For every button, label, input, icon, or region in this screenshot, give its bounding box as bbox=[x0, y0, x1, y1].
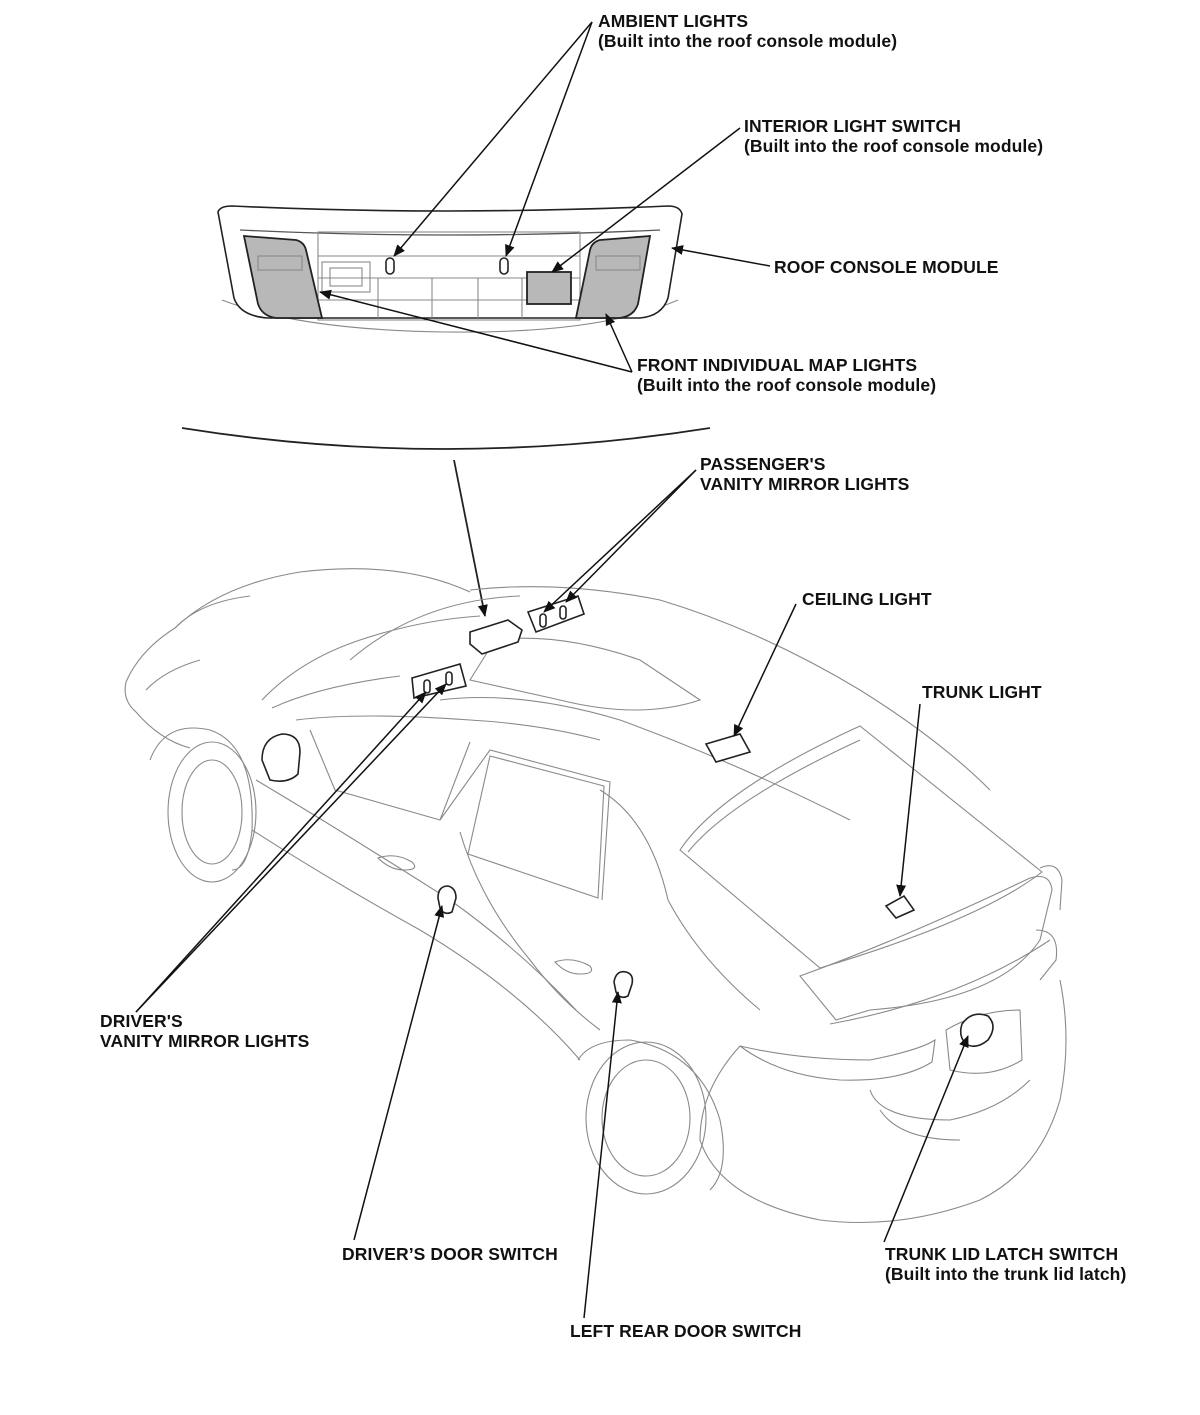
zoom-callout bbox=[181, 427, 711, 617]
front-individual-map-lights-title: FRONT INDIVIDUAL MAP LIGHTS bbox=[637, 355, 918, 375]
trunk-light-title: TRUNK LIGHT bbox=[922, 682, 1042, 702]
interior-light-switch-note: (Built into the roof console module) bbox=[744, 136, 1044, 156]
trunk-lid-latch-switch-note: (Built into the trunk lid latch) bbox=[885, 1264, 1127, 1284]
inset-leader-lines bbox=[319, 21, 771, 373]
passengers-vanity-mirror-lights-line2: VANITY MIRROR LIGHTS bbox=[700, 474, 910, 494]
trunk-lid-latch-switch-label: TRUNK LID LATCH SWITCH (Built into the t… bbox=[885, 1244, 1126, 1284]
roof-console-module-illustration bbox=[217, 205, 683, 333]
passengers-vanity-mirror-lights-label: PASSENGER'S VANITY MIRROR LIGHTS bbox=[700, 454, 909, 494]
vehicle-illustration bbox=[124, 568, 1067, 1224]
ceiling-light-title: CEILING LIGHT bbox=[802, 589, 932, 609]
ambient-lights-note: (Built into the roof console module) bbox=[598, 31, 898, 51]
interior-light-switch-title: INTERIOR LIGHT SWITCH bbox=[744, 116, 961, 136]
roof-console-module-label: ROOF CONSOLE MODULE bbox=[774, 257, 999, 277]
front-individual-map-lights-label: FRONT INDIVIDUAL MAP LIGHTS (Built into … bbox=[637, 355, 936, 395]
interior-light-switch-label: INTERIOR LIGHT SWITCH (Built into the ro… bbox=[744, 116, 1043, 156]
ambient-lights-label: AMBIENT LIGHTS (Built into the roof cons… bbox=[598, 11, 897, 51]
left-rear-door-switch-label: LEFT REAR DOOR SWITCH bbox=[570, 1321, 802, 1341]
drivers-door-switch-label: DRIVER’S DOOR SWITCH bbox=[342, 1244, 558, 1264]
trunk-lid-latch-switch-title: TRUNK LID LATCH SWITCH bbox=[885, 1244, 1119, 1264]
ambient-lights-title: AMBIENT LIGHTS bbox=[598, 11, 749, 31]
front-individual-map-lights-note: (Built into the roof console module) bbox=[637, 375, 937, 395]
ceiling-light-label: CEILING LIGHT bbox=[802, 589, 932, 609]
drivers-vanity-mirror-lights-line1: DRIVER'S bbox=[100, 1011, 183, 1031]
drivers-vanity-mirror-lights-line2: VANITY MIRROR LIGHTS bbox=[100, 1031, 310, 1051]
left-rear-door-switch-title: LEFT REAR DOOR SWITCH bbox=[570, 1321, 802, 1341]
drivers-door-switch-title: DRIVER’S DOOR SWITCH bbox=[342, 1244, 558, 1264]
drivers-vanity-mirror-lights-label: DRIVER'S VANITY MIRROR LIGHTS bbox=[100, 1011, 309, 1051]
vehicle-leader-lines bbox=[135, 469, 969, 1319]
roof-console-module-title: ROOF CONSOLE MODULE bbox=[774, 257, 999, 277]
passengers-vanity-mirror-lights-line1: PASSENGER'S bbox=[700, 454, 826, 474]
vehicle-components bbox=[411, 594, 994, 1048]
trunk-light-label: TRUNK LIGHT bbox=[922, 682, 1042, 702]
